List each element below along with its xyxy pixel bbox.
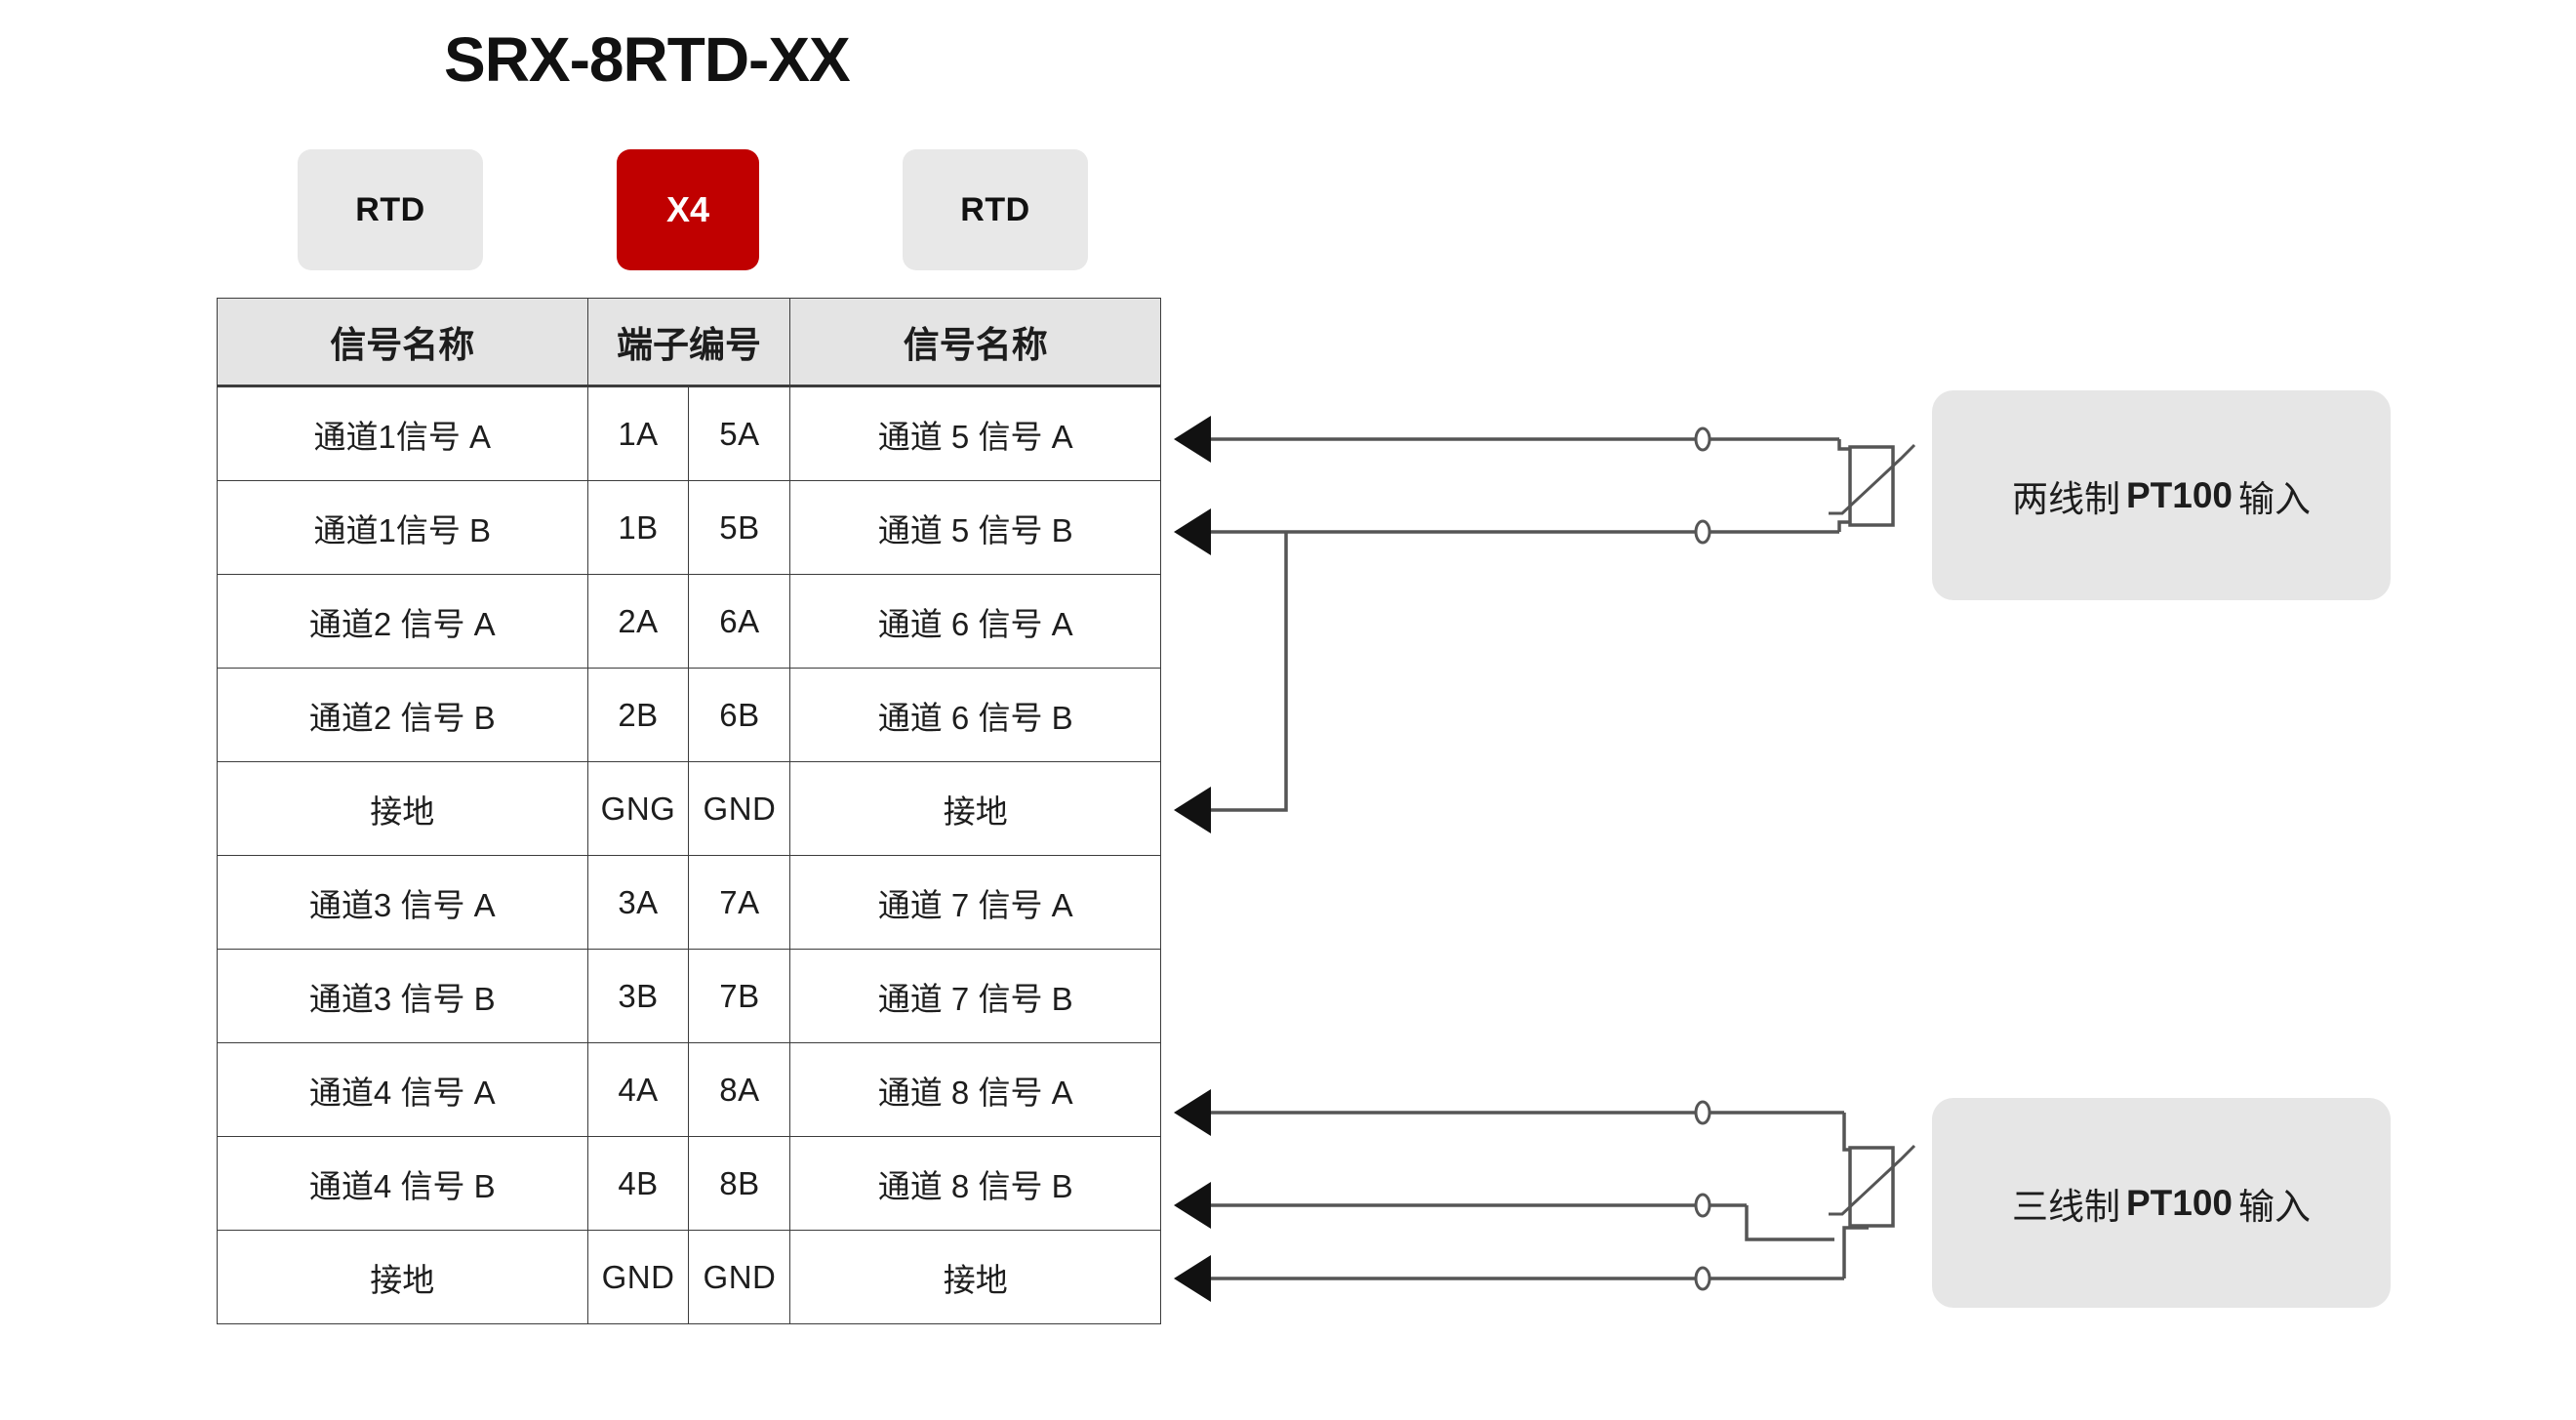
badge-rtd-left-label: RTD <box>355 190 425 228</box>
cell-signal-right: 通道 5 信号 A <box>789 385 1161 481</box>
cell-signal-left: 接地 <box>217 1230 588 1324</box>
cell-terminal-right: 8A <box>688 1042 791 1137</box>
cell-signal-left: 接地 <box>217 761 588 856</box>
cell-terminal-right: 5B <box>688 480 791 575</box>
callout-three-wire-suffix: 输入 <box>2238 1186 2311 1227</box>
rtd-lead-top-3wire <box>1842 1113 1869 1152</box>
connector-bead <box>1694 1266 1711 1291</box>
cell-terminal-right: 6B <box>688 668 791 762</box>
cell-signal-left: 通道3 信号 B <box>217 949 588 1043</box>
cell-signal-right: 接地 <box>789 1230 1161 1324</box>
header-signal-left: 信号名称 <box>217 298 588 387</box>
cell-terminal-right: 7A <box>688 855 791 950</box>
arrowheads-three-wire <box>1174 1089 1211 1302</box>
cell-terminal-left: GND <box>586 1230 690 1324</box>
wire-connectors-three-wire <box>1694 1100 1711 1291</box>
arrow-head <box>1174 1182 1211 1229</box>
rtd-lead-top-2wire <box>1837 439 1869 451</box>
callout-two-wire-pt100: 两线制 PT100 输入 <box>1932 390 2391 600</box>
cell-signal-left: 通道3 信号 A <box>217 855 588 950</box>
arrowheads-two-wire <box>1174 416 1211 833</box>
page-title: SRX-8RTD-XX <box>444 24 851 95</box>
header-signal-right: 信号名称 <box>789 298 1161 387</box>
cell-terminal-left: 3A <box>586 855 690 950</box>
callout-two-wire-suffix: 输入 <box>2238 478 2311 519</box>
badge-x4-label: X4 <box>665 189 710 229</box>
cell-terminal-left: 4A <box>586 1042 690 1137</box>
badge-rtd-right-label: RTD <box>960 190 1030 228</box>
cell-signal-right: 通道 7 信号 A <box>789 855 1161 950</box>
connector-bead <box>1694 1100 1711 1125</box>
cell-terminal-left: 1A <box>586 385 690 481</box>
connector-bead <box>1694 519 1711 545</box>
cell-signal-right: 通道 5 信号 B <box>789 480 1161 575</box>
rtd-resistor-symbol-three-wire <box>1829 1144 1916 1228</box>
arrow-head <box>1174 508 1211 555</box>
cell-terminal-right: GND <box>688 761 791 856</box>
cell-signal-right: 通道 6 信号 B <box>789 668 1161 762</box>
cell-terminal-left: 3B <box>586 949 690 1043</box>
cell-signal-left: 通道1信号 B <box>217 480 588 575</box>
callout-three-wire-emphasis: PT100 <box>2125 1182 2233 1223</box>
cell-signal-right: 接地 <box>789 761 1161 856</box>
wire-gnd-2wire <box>1203 532 1288 812</box>
rtd-lead-bottom-3wire <box>1842 1226 1869 1278</box>
cell-terminal-left: 1B <box>586 480 690 575</box>
cell-signal-left: 通道1信号 A <box>217 385 588 481</box>
cell-signal-right: 通道 7 信号 B <box>789 949 1161 1043</box>
callout-two-wire-emphasis: PT100 <box>2125 474 2233 515</box>
callout-three-wire-pt100: 三线制 PT100 输入 <box>1932 1098 2391 1308</box>
rtd-resistor-symbol-two-wire <box>1829 443 1916 527</box>
cell-terminal-left: 4B <box>586 1136 690 1231</box>
rtd-lead-mid-3wire <box>1745 1205 1834 1241</box>
cell-terminal-right: 7B <box>688 949 791 1043</box>
cell-signal-right: 通道 8 信号 B <box>789 1136 1161 1231</box>
arrow-head <box>1174 1255 1211 1302</box>
cell-signal-left: 通道4 信号 B <box>217 1136 588 1231</box>
arrow-head <box>1174 416 1211 463</box>
cell-terminal-left: 2B <box>586 668 690 762</box>
badge-x4: X4 <box>617 149 759 270</box>
cell-terminal-right: 8B <box>688 1136 791 1231</box>
callout-two-wire-prefix: 两线制 <box>2011 478 2120 519</box>
cell-signal-left: 通道2 信号 B <box>217 668 588 762</box>
rtd-lead-bottom-2wire <box>1837 520 1869 532</box>
connector-bead <box>1694 426 1711 452</box>
cell-signal-left: 通道2 信号 A <box>217 574 588 669</box>
arrow-head <box>1174 787 1211 833</box>
cell-terminal-left: GNG <box>586 761 690 856</box>
cell-signal-right: 通道 6 信号 A <box>789 574 1161 669</box>
cell-terminal-right: GND <box>688 1230 791 1324</box>
cell-signal-left: 通道4 信号 A <box>217 1042 588 1137</box>
badge-rtd-right: RTD <box>903 149 1088 270</box>
table-header-row: 信号名称 端子编号 信号名称 <box>217 298 1161 387</box>
wire-connectors-two-wire <box>1694 426 1711 545</box>
connector-bead <box>1694 1193 1711 1218</box>
callout-three-wire-prefix: 三线制 <box>2011 1186 2120 1227</box>
badge-rtd-left: RTD <box>298 149 483 270</box>
cell-terminal-right: 5A <box>688 385 791 481</box>
cell-signal-right: 通道 8 信号 A <box>789 1042 1161 1137</box>
arrow-head <box>1174 1089 1211 1136</box>
cell-terminal-right: 6A <box>688 574 791 669</box>
cell-terminal-left: 2A <box>586 574 690 669</box>
header-terminal-number: 端子编号 <box>586 298 791 387</box>
